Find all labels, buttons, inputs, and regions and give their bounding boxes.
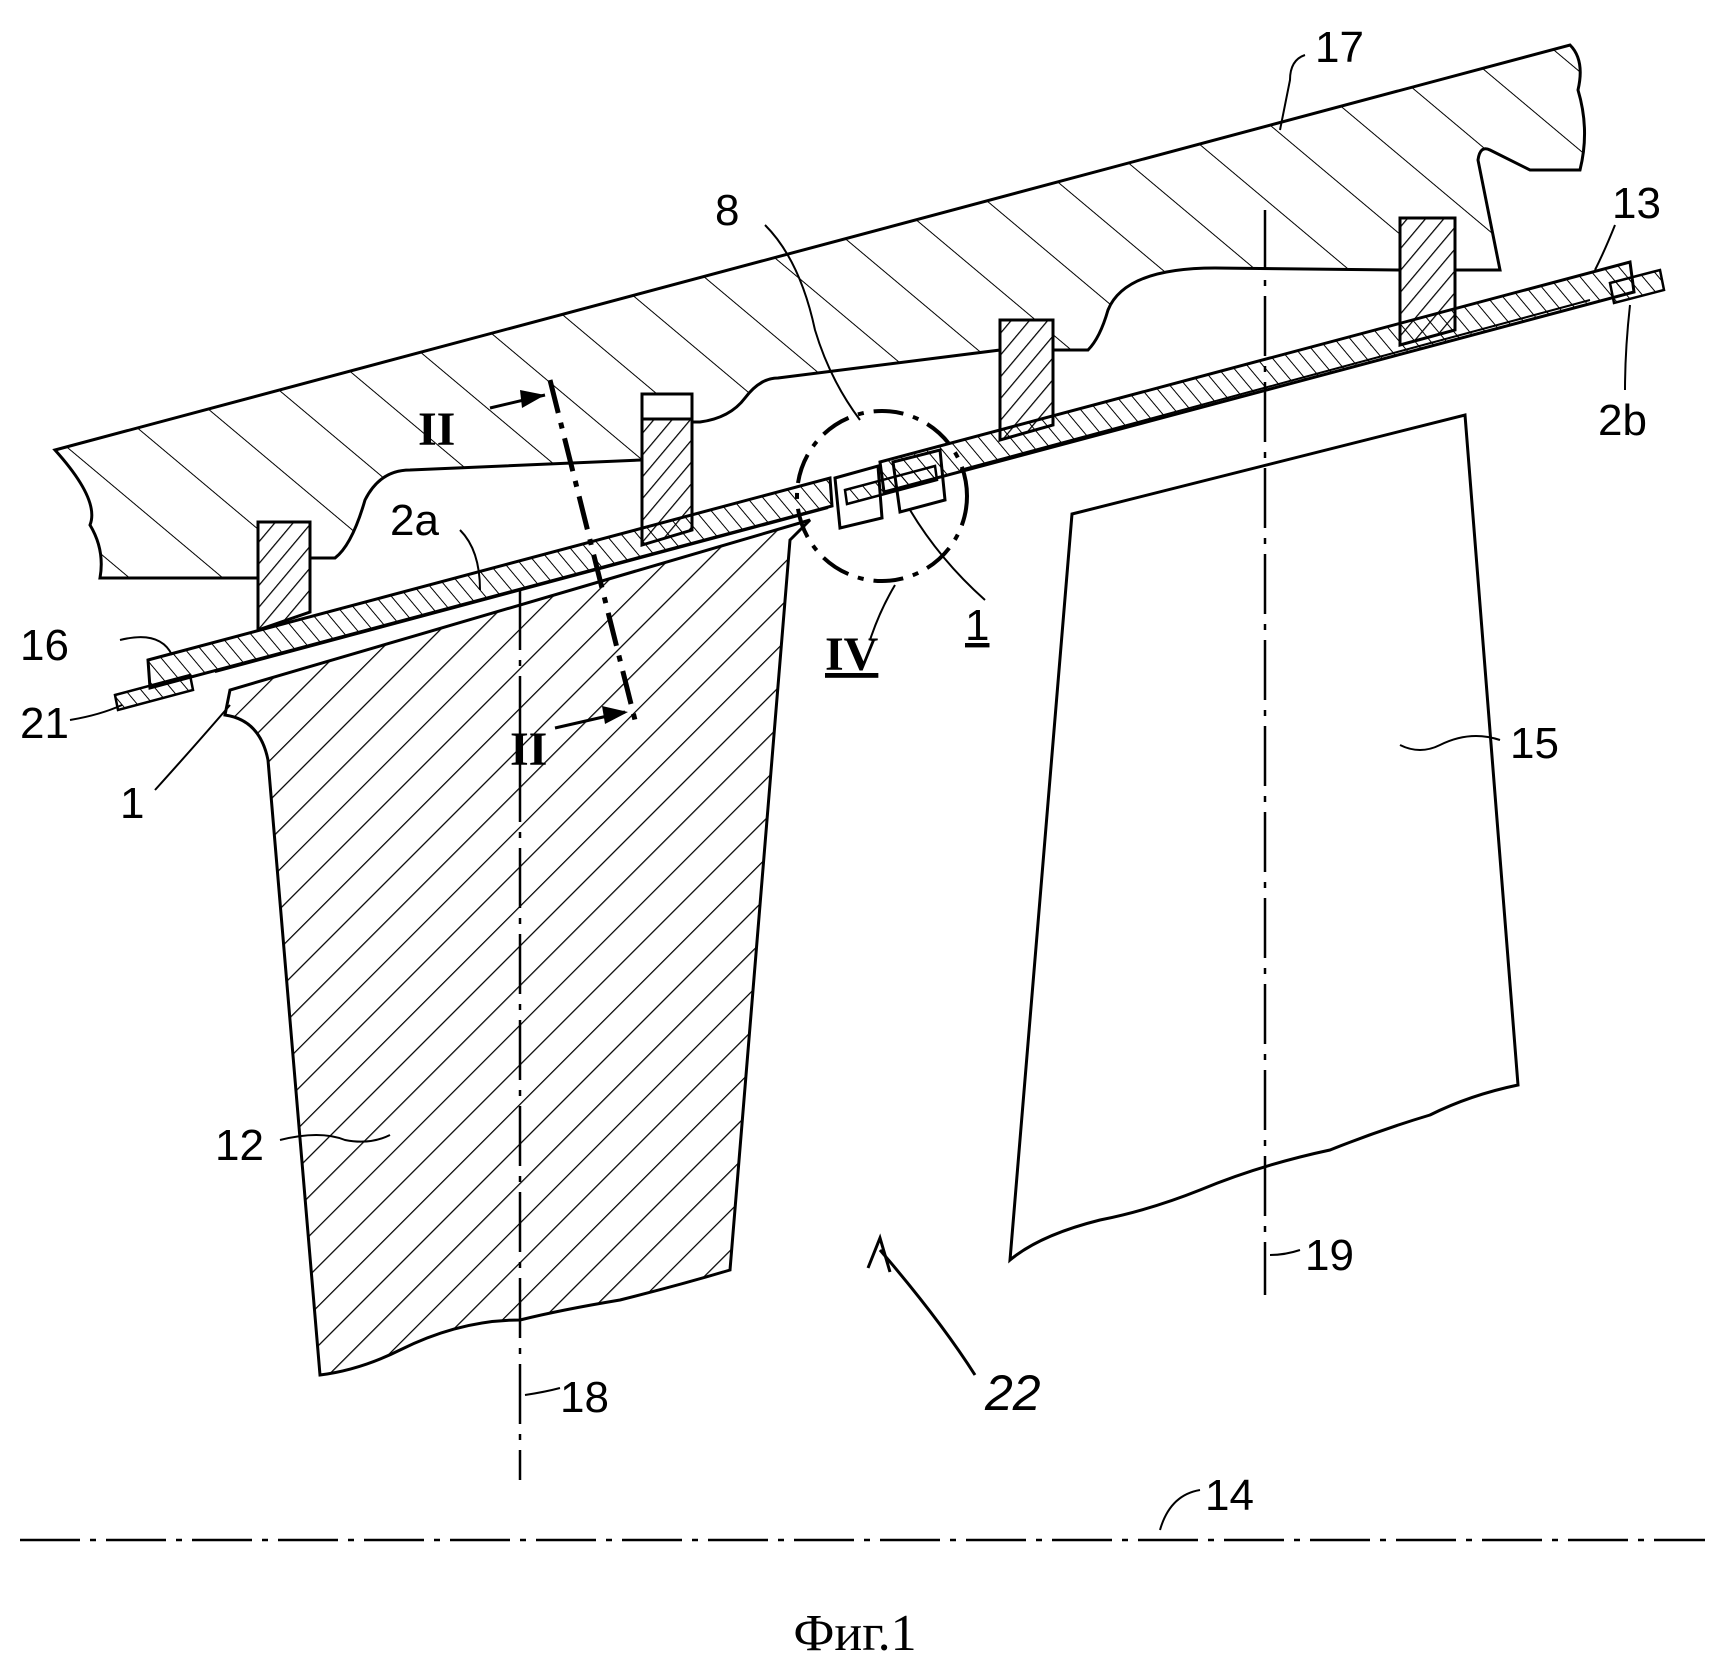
- label-2b: 2b: [1598, 396, 1647, 445]
- section-mark-bottom: II: [510, 723, 547, 776]
- label-16: 16: [20, 621, 69, 670]
- leader-21: [70, 705, 122, 720]
- label-22: 22: [984, 1365, 1041, 1421]
- label-1-right: 1: [965, 601, 989, 650]
- label-18: 18: [560, 1373, 609, 1422]
- leader-19: [1270, 1250, 1300, 1255]
- leader-2b: [1625, 305, 1630, 390]
- leader-1-left: [155, 705, 230, 790]
- label-1-left: 1: [120, 779, 144, 828]
- leader-13: [1595, 225, 1615, 270]
- hook-left-1: [258, 522, 310, 630]
- leader-16: [120, 637, 172, 655]
- leader-15: [1400, 736, 1500, 750]
- leader-18: [525, 1388, 560, 1395]
- label-8: 8: [715, 186, 739, 235]
- leader-14: [1160, 1490, 1200, 1530]
- label-19: 19: [1305, 1231, 1354, 1280]
- label-12: 12: [215, 1121, 264, 1170]
- label-15: 15: [1510, 719, 1559, 768]
- label-21: 21: [20, 699, 69, 748]
- label-2a: 2a: [390, 496, 439, 545]
- section-mark-top: II: [418, 403, 455, 456]
- flow-arrowhead-22: [868, 1238, 890, 1272]
- blade-12: [225, 520, 810, 1375]
- label-14: 14: [1205, 1471, 1254, 1520]
- section-mark-detail: IV: [825, 628, 879, 681]
- label-17: 17: [1315, 23, 1364, 72]
- flow-arrow-22: [880, 1250, 975, 1375]
- label-13: 13: [1612, 179, 1661, 228]
- figure-caption: Фиг.1: [793, 1605, 916, 1662]
- leader-1-right: [910, 510, 985, 600]
